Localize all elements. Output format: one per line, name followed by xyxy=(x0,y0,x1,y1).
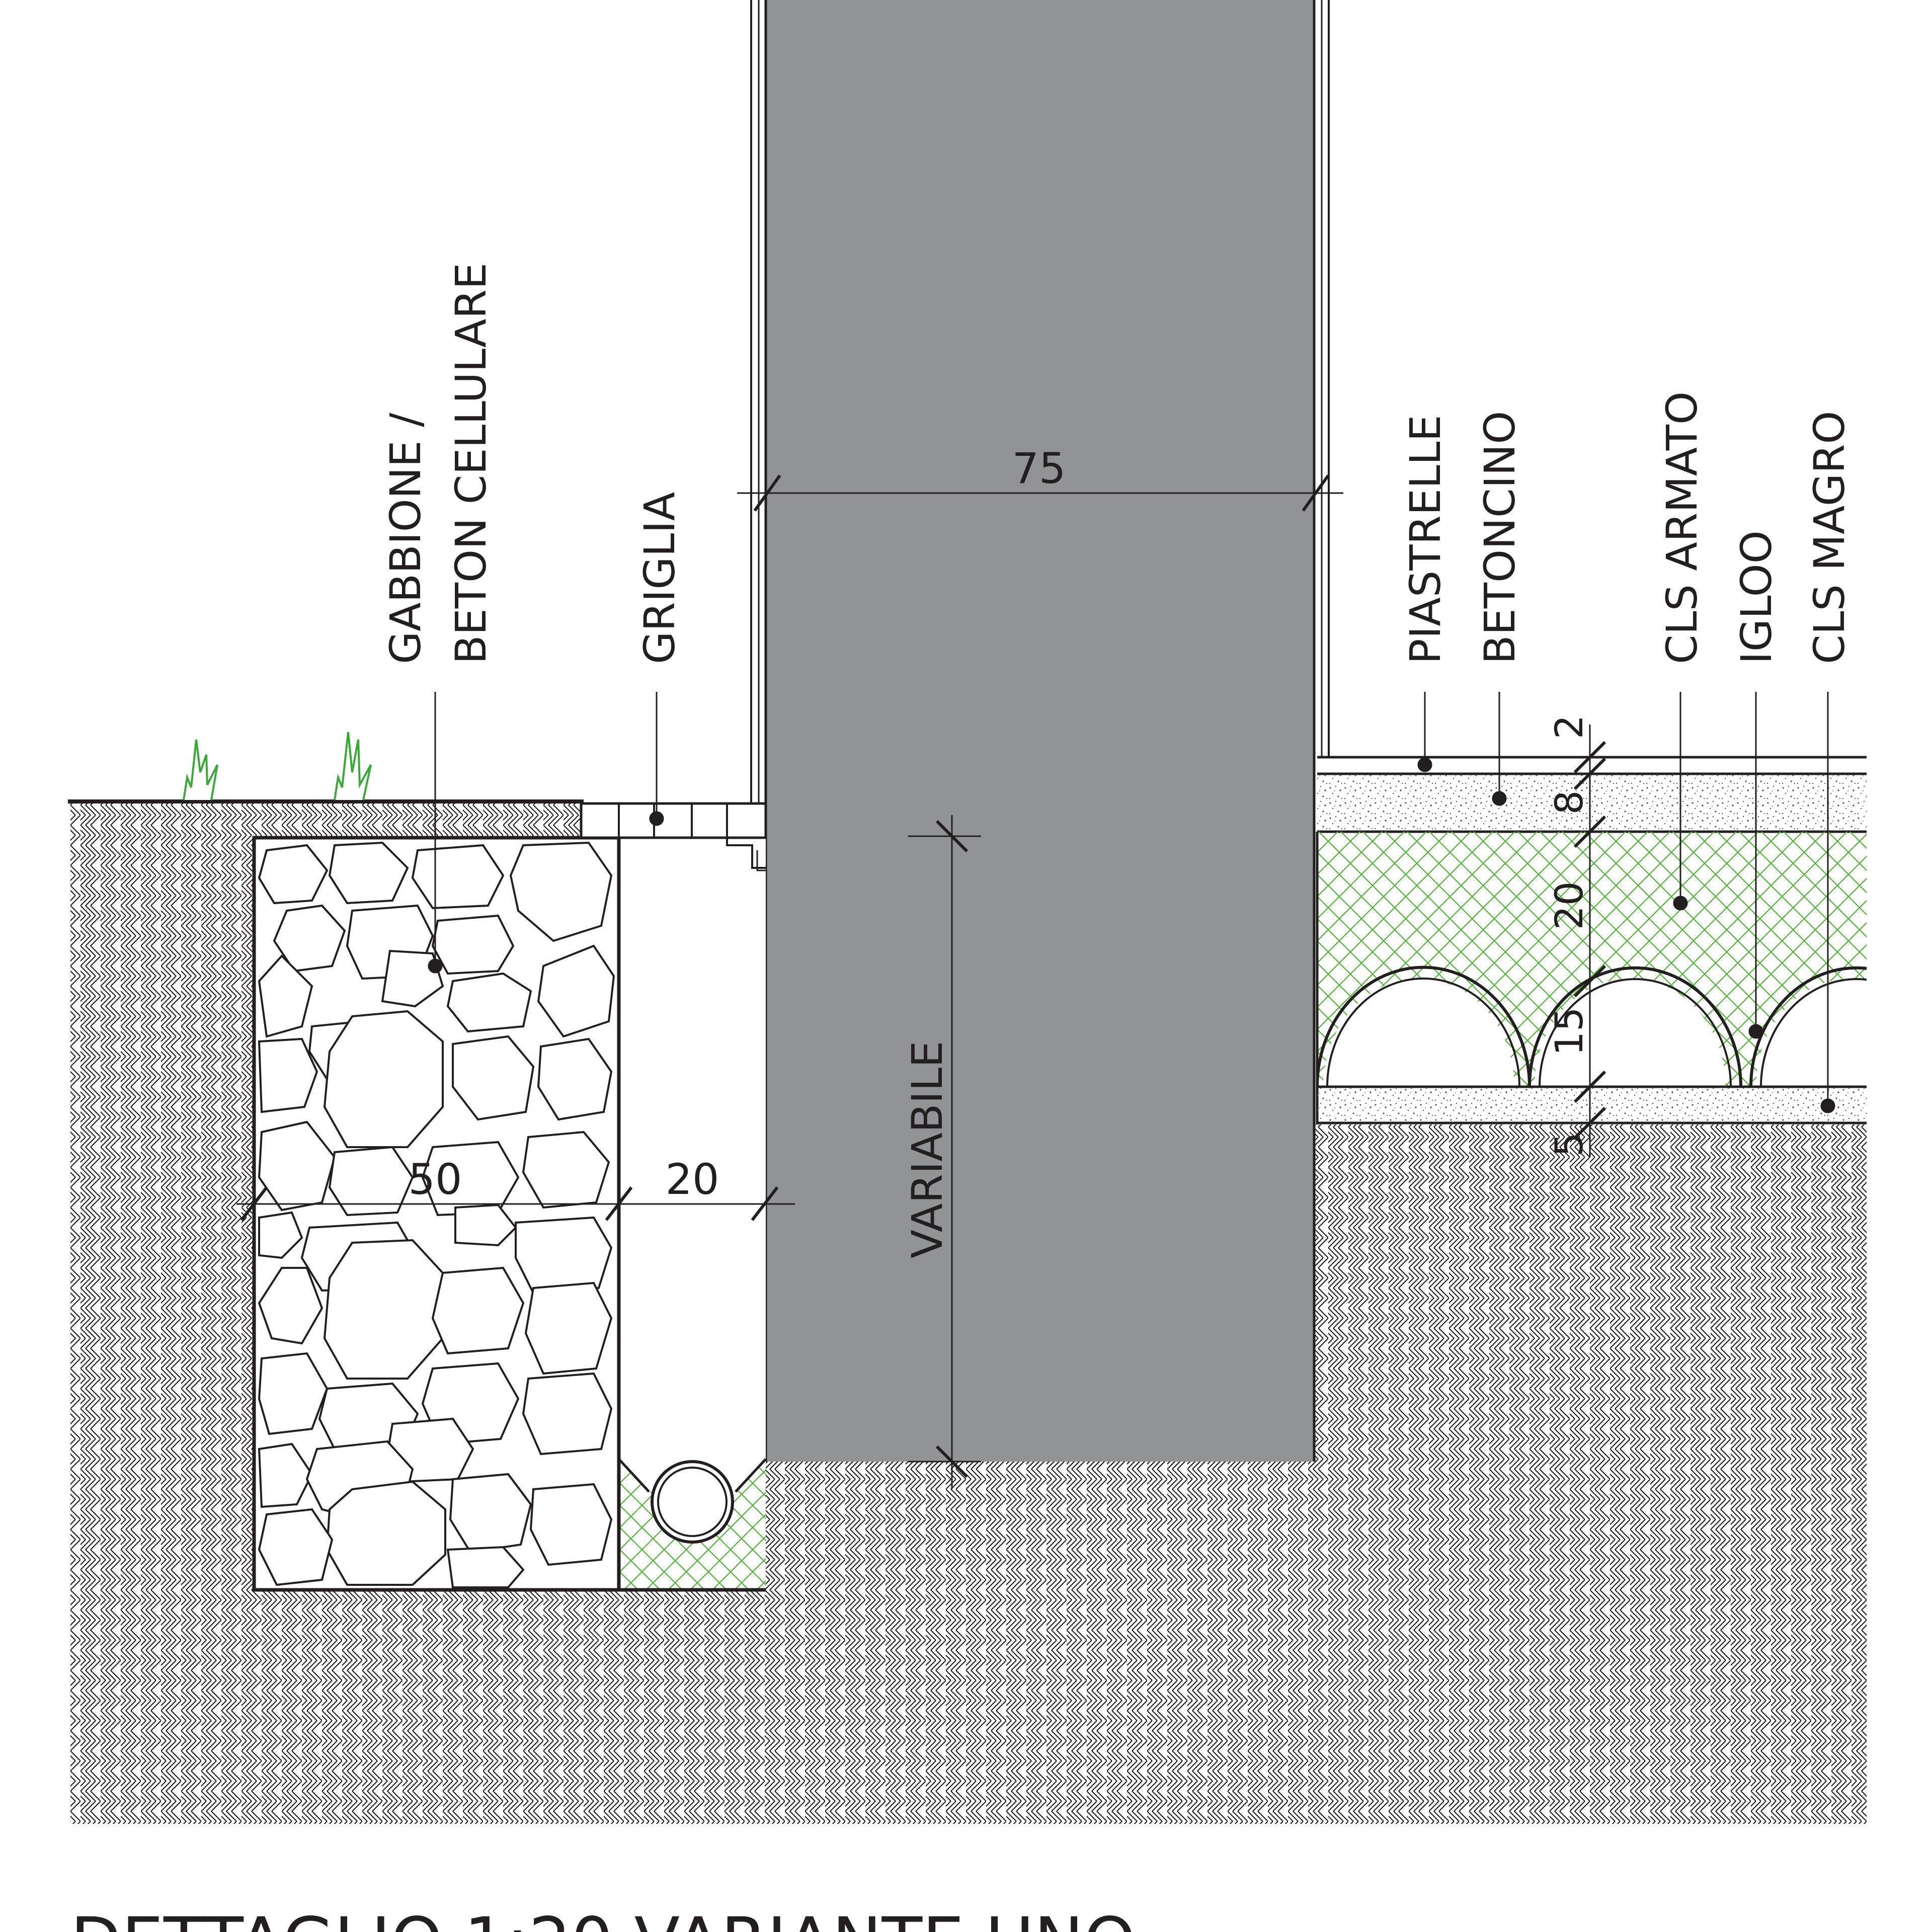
dim-wall-width-label: 75 xyxy=(1012,444,1066,493)
label-gabbione: GABBIONE / xyxy=(381,413,430,664)
label-cls-armato: CLS ARMATO xyxy=(1657,391,1707,664)
dim-foundation-depth-label: VARIABILE xyxy=(903,1041,952,1258)
grate xyxy=(580,802,767,871)
drawing-title: DETTAGLIO 1:20 VARIANTE UNO xyxy=(70,1903,1136,1932)
dim-gabion-width-label: 50 xyxy=(409,1155,462,1204)
label-beton-cellulare: BETON CELLULARE xyxy=(446,263,496,664)
grass-icon xyxy=(183,732,372,800)
dim-floor-stack xyxy=(1573,725,1606,1157)
drain-pipe xyxy=(651,1460,734,1544)
label-piastrelle: PIASTRELLE xyxy=(1401,415,1450,664)
dim-lean-concrete-label: 5 xyxy=(1547,1133,1591,1157)
screed-layer xyxy=(1317,774,1867,833)
dim-foundation-depth xyxy=(908,815,981,1489)
label-betoncino: BETONCINO xyxy=(1475,411,1524,664)
dim-channel-width-label: 20 xyxy=(666,1155,719,1204)
dim-screed-label: 8 xyxy=(1547,790,1591,815)
dim-tiles-label: 2 xyxy=(1547,715,1591,739)
gabion xyxy=(252,836,621,1592)
dim-wall-width xyxy=(737,474,1343,512)
label-igloo: IGLOO xyxy=(1732,530,1781,664)
label-cls-magro: CLS MAGRO xyxy=(1805,411,1854,664)
soil-hatch xyxy=(70,802,1867,1824)
leader-lines xyxy=(428,692,1835,1113)
label-griglia: GRIGLIA xyxy=(635,492,684,664)
lean-concrete-layer xyxy=(1317,1085,1867,1124)
wall xyxy=(750,0,1330,1462)
dim-gabion-channel xyxy=(236,1186,795,1221)
dim-slab-label: 20 xyxy=(1547,881,1591,930)
igloo-formwork xyxy=(1317,965,1867,1087)
dim-igloo-label: 15 xyxy=(1547,1007,1591,1056)
